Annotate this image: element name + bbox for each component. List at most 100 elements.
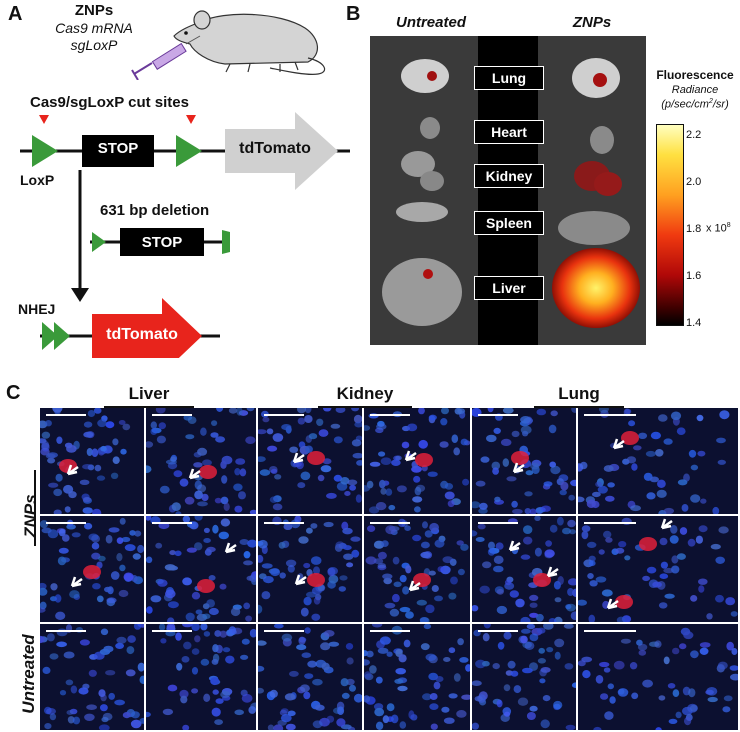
nucleus <box>633 445 642 451</box>
nucleus <box>212 644 219 653</box>
nucleus <box>475 480 486 487</box>
nucleus <box>269 689 278 698</box>
nucleus <box>54 594 62 603</box>
nucleus <box>212 524 219 534</box>
nucleus <box>384 602 396 609</box>
nucleus <box>364 659 370 666</box>
nucleus <box>218 531 229 540</box>
nucleus <box>127 635 136 643</box>
nucleus <box>345 643 354 650</box>
nucleus <box>520 416 531 424</box>
nucleus <box>338 586 346 592</box>
nucleus <box>385 488 393 496</box>
nucleus <box>457 568 465 576</box>
deletion-label: 631 bp deletion <box>100 202 210 219</box>
nucleus <box>631 692 639 700</box>
nucleus <box>364 695 371 703</box>
nucleus <box>405 611 414 619</box>
nucleus <box>99 648 111 655</box>
nucleus <box>323 521 334 528</box>
nucleus <box>536 408 547 416</box>
nucleus <box>698 585 705 593</box>
nucleus <box>108 692 115 700</box>
nucleus <box>340 678 349 687</box>
nucleus <box>214 630 222 637</box>
nucleus <box>416 599 427 606</box>
nucleus <box>658 414 668 422</box>
tdtomato-positive-cell <box>197 579 215 593</box>
nucleus <box>66 710 74 715</box>
cut-site-marker-2 <box>186 115 196 124</box>
arrow-icon <box>508 540 521 552</box>
nucleus <box>456 710 467 718</box>
nucleus <box>124 544 136 552</box>
nucleus <box>502 408 514 414</box>
nucleus <box>328 574 339 584</box>
nucleus <box>472 501 481 509</box>
nucleus <box>718 526 729 534</box>
nucleus <box>504 579 512 586</box>
nucleus <box>524 491 533 497</box>
nucleus <box>412 534 422 542</box>
nucleus <box>393 581 402 588</box>
nucleus <box>200 624 208 631</box>
nucleus <box>567 519 576 528</box>
tdtomato-positive-cell <box>639 537 657 551</box>
nucleus <box>479 585 490 594</box>
nucleus <box>258 640 267 646</box>
nucleus <box>454 408 462 415</box>
nucleus <box>208 575 216 581</box>
nucleus <box>676 427 686 435</box>
nucleus <box>389 608 400 617</box>
scale-bar <box>46 414 86 416</box>
nucleus <box>377 563 386 569</box>
nucleus <box>214 719 223 725</box>
micrograph-tile <box>472 624 576 730</box>
nucleus <box>670 411 682 421</box>
nucleus <box>687 538 696 547</box>
nucleus <box>285 723 296 730</box>
nucleus <box>377 647 389 654</box>
nuclei-field <box>40 408 131 514</box>
arrow-icon <box>224 542 237 554</box>
nucleus <box>58 547 69 554</box>
nucleus <box>457 638 464 646</box>
nucleus <box>301 652 312 658</box>
colorbar-tick-label: 1.4 <box>686 317 702 329</box>
nucleus <box>493 427 501 434</box>
micrograph-tile <box>40 408 144 514</box>
nucleus <box>228 626 237 635</box>
nucleus <box>422 693 432 701</box>
nucleus <box>615 547 625 554</box>
nucleus <box>616 616 626 622</box>
nucleus <box>239 539 249 545</box>
untreated-heart <box>420 117 440 139</box>
organ-label-kidney: Kidney <box>474 164 544 188</box>
nucleus <box>536 627 546 634</box>
cut-sites-label: Cas9/sgLoxP cut sites <box>30 94 189 111</box>
nucleus <box>47 633 55 642</box>
nucleus <box>110 472 119 479</box>
nucleus <box>609 696 616 704</box>
micrograph-tile <box>40 624 144 730</box>
nucleus <box>220 518 231 527</box>
nucleus <box>65 679 74 686</box>
nucleus <box>453 673 461 682</box>
nhej-loxp-1 <box>42 322 58 350</box>
nucleus <box>114 699 125 706</box>
nucleus <box>137 544 144 554</box>
nucleus <box>731 648 738 655</box>
nucleus <box>173 470 183 478</box>
nucleus <box>171 502 181 511</box>
nucleus <box>587 573 594 579</box>
nucleus <box>706 687 718 696</box>
nucleus <box>146 606 153 614</box>
nucleus <box>395 455 402 461</box>
nucleus <box>523 525 533 534</box>
nucleus <box>206 599 215 608</box>
loxp-label: LoxP <box>20 172 55 188</box>
nucleus <box>540 505 551 512</box>
nucleus <box>308 433 318 440</box>
nucleus <box>366 650 374 658</box>
organ-header-kidney: Kidney <box>336 384 394 403</box>
